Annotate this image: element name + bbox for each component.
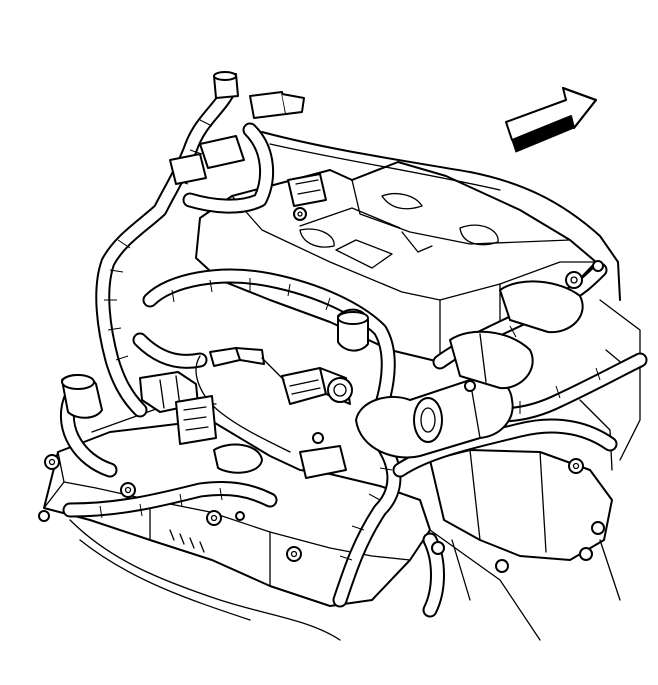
- top-connectors: [169, 71, 369, 352]
- throttle-body: [355, 280, 584, 459]
- bolt-icon: [38, 207, 605, 573]
- sensor-connector: [195, 347, 353, 453]
- wiring-harness: [59, 80, 648, 618]
- left-components: [61, 371, 347, 479]
- right-bracket: [429, 449, 613, 561]
- front-direction-arrow-icon: [505, 87, 597, 153]
